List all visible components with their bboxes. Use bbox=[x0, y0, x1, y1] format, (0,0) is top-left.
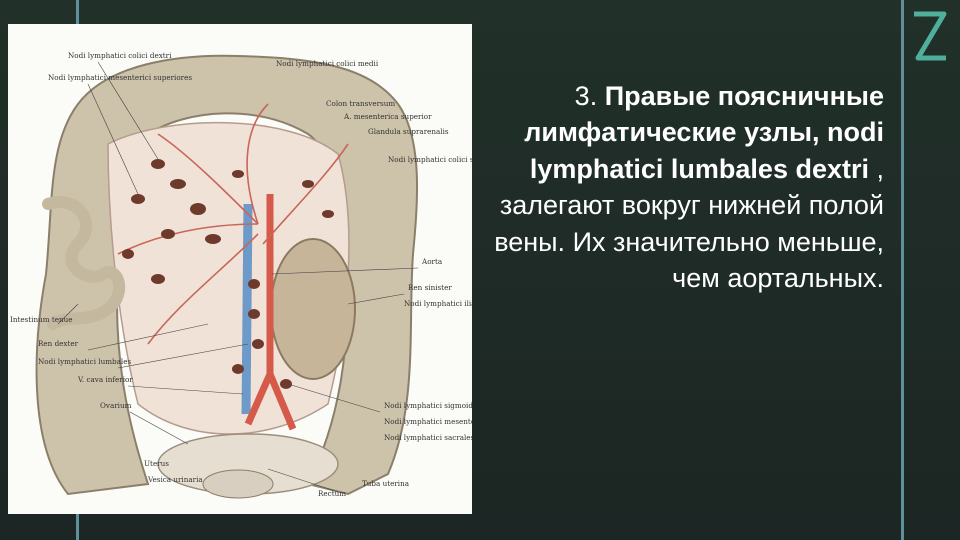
z-letter-logo-icon bbox=[914, 11, 947, 61]
heading-term: Правые поясничные лимфатические узлы, no… bbox=[524, 81, 884, 184]
figure-label: Rectum bbox=[318, 489, 346, 498]
figure-label: Nodi lymphatici colici sinistri bbox=[388, 155, 472, 164]
left-kidney bbox=[270, 238, 356, 380]
label-leader-lines bbox=[57, 61, 419, 493]
uterus-shape bbox=[202, 469, 274, 499]
figure-label: Nodi lymphatici iliaci communes bbox=[404, 299, 472, 308]
body-text: , залегают вокруг нижней полой вены. Их … bbox=[494, 153, 884, 294]
figure-label: Colon transversum bbox=[326, 99, 395, 108]
right-accent-line bbox=[901, 0, 904, 540]
slide-text: 3. Правые поясничные лимфатические узлы,… bbox=[478, 78, 884, 296]
left-labels: Nodi lymphatici colici dextri Nodi lymph… bbox=[10, 51, 203, 484]
vena-cava bbox=[241, 203, 253, 415]
lymph-nodes bbox=[122, 159, 334, 389]
figure-label: Vesica urinaria bbox=[147, 475, 203, 484]
figure-label: A. mesenterica superior bbox=[343, 112, 432, 121]
figure-label: Aorta bbox=[421, 257, 443, 266]
figure-label: Uterus bbox=[144, 459, 169, 468]
figure-label: Intestinum tenue bbox=[10, 315, 73, 324]
list-number: 3. bbox=[574, 81, 598, 111]
anatomy-illustration: Nodi lymphatici colici dextri Nodi lymph… bbox=[8, 24, 525, 514]
right-labels: Nodi lymphatici colici medii Colon trans… bbox=[276, 59, 525, 498]
figure-label: Nodi lymphatici colici medii bbox=[276, 59, 379, 68]
small-intestine-loops bbox=[42, 196, 126, 330]
figure-label: Tuba uterina bbox=[362, 479, 410, 488]
figure-label: Nodi lymphatici mesenterici inferiores bbox=[384, 417, 472, 426]
aorta bbox=[244, 194, 297, 431]
figure-label: Ren dexter bbox=[38, 339, 79, 348]
figure-label: Nodi lymphatici sacrales superiores bbox=[384, 433, 472, 442]
figure-label: Nodi lymphatici mesenterici superiores bbox=[48, 73, 192, 82]
figure-label: V. cava inferior bbox=[77, 375, 133, 384]
mesenteric-arteries bbox=[117, 103, 349, 345]
figure-label: Ren sinister bbox=[408, 283, 452, 292]
figure-label: Nodi lymphatici colici dextri bbox=[68, 51, 172, 60]
figure-label: Nodi lymphatici sigmoidei bbox=[384, 401, 472, 410]
figure-label: Ovarium bbox=[100, 401, 132, 410]
figure-label: Glandula suprarenalis bbox=[368, 127, 449, 136]
abdomen-lymph-diagram: Nodi lymphatici colici dextri Nodi lymph… bbox=[10, 51, 525, 499]
figure-label: Nodi lymphatici lumbales bbox=[38, 357, 131, 366]
